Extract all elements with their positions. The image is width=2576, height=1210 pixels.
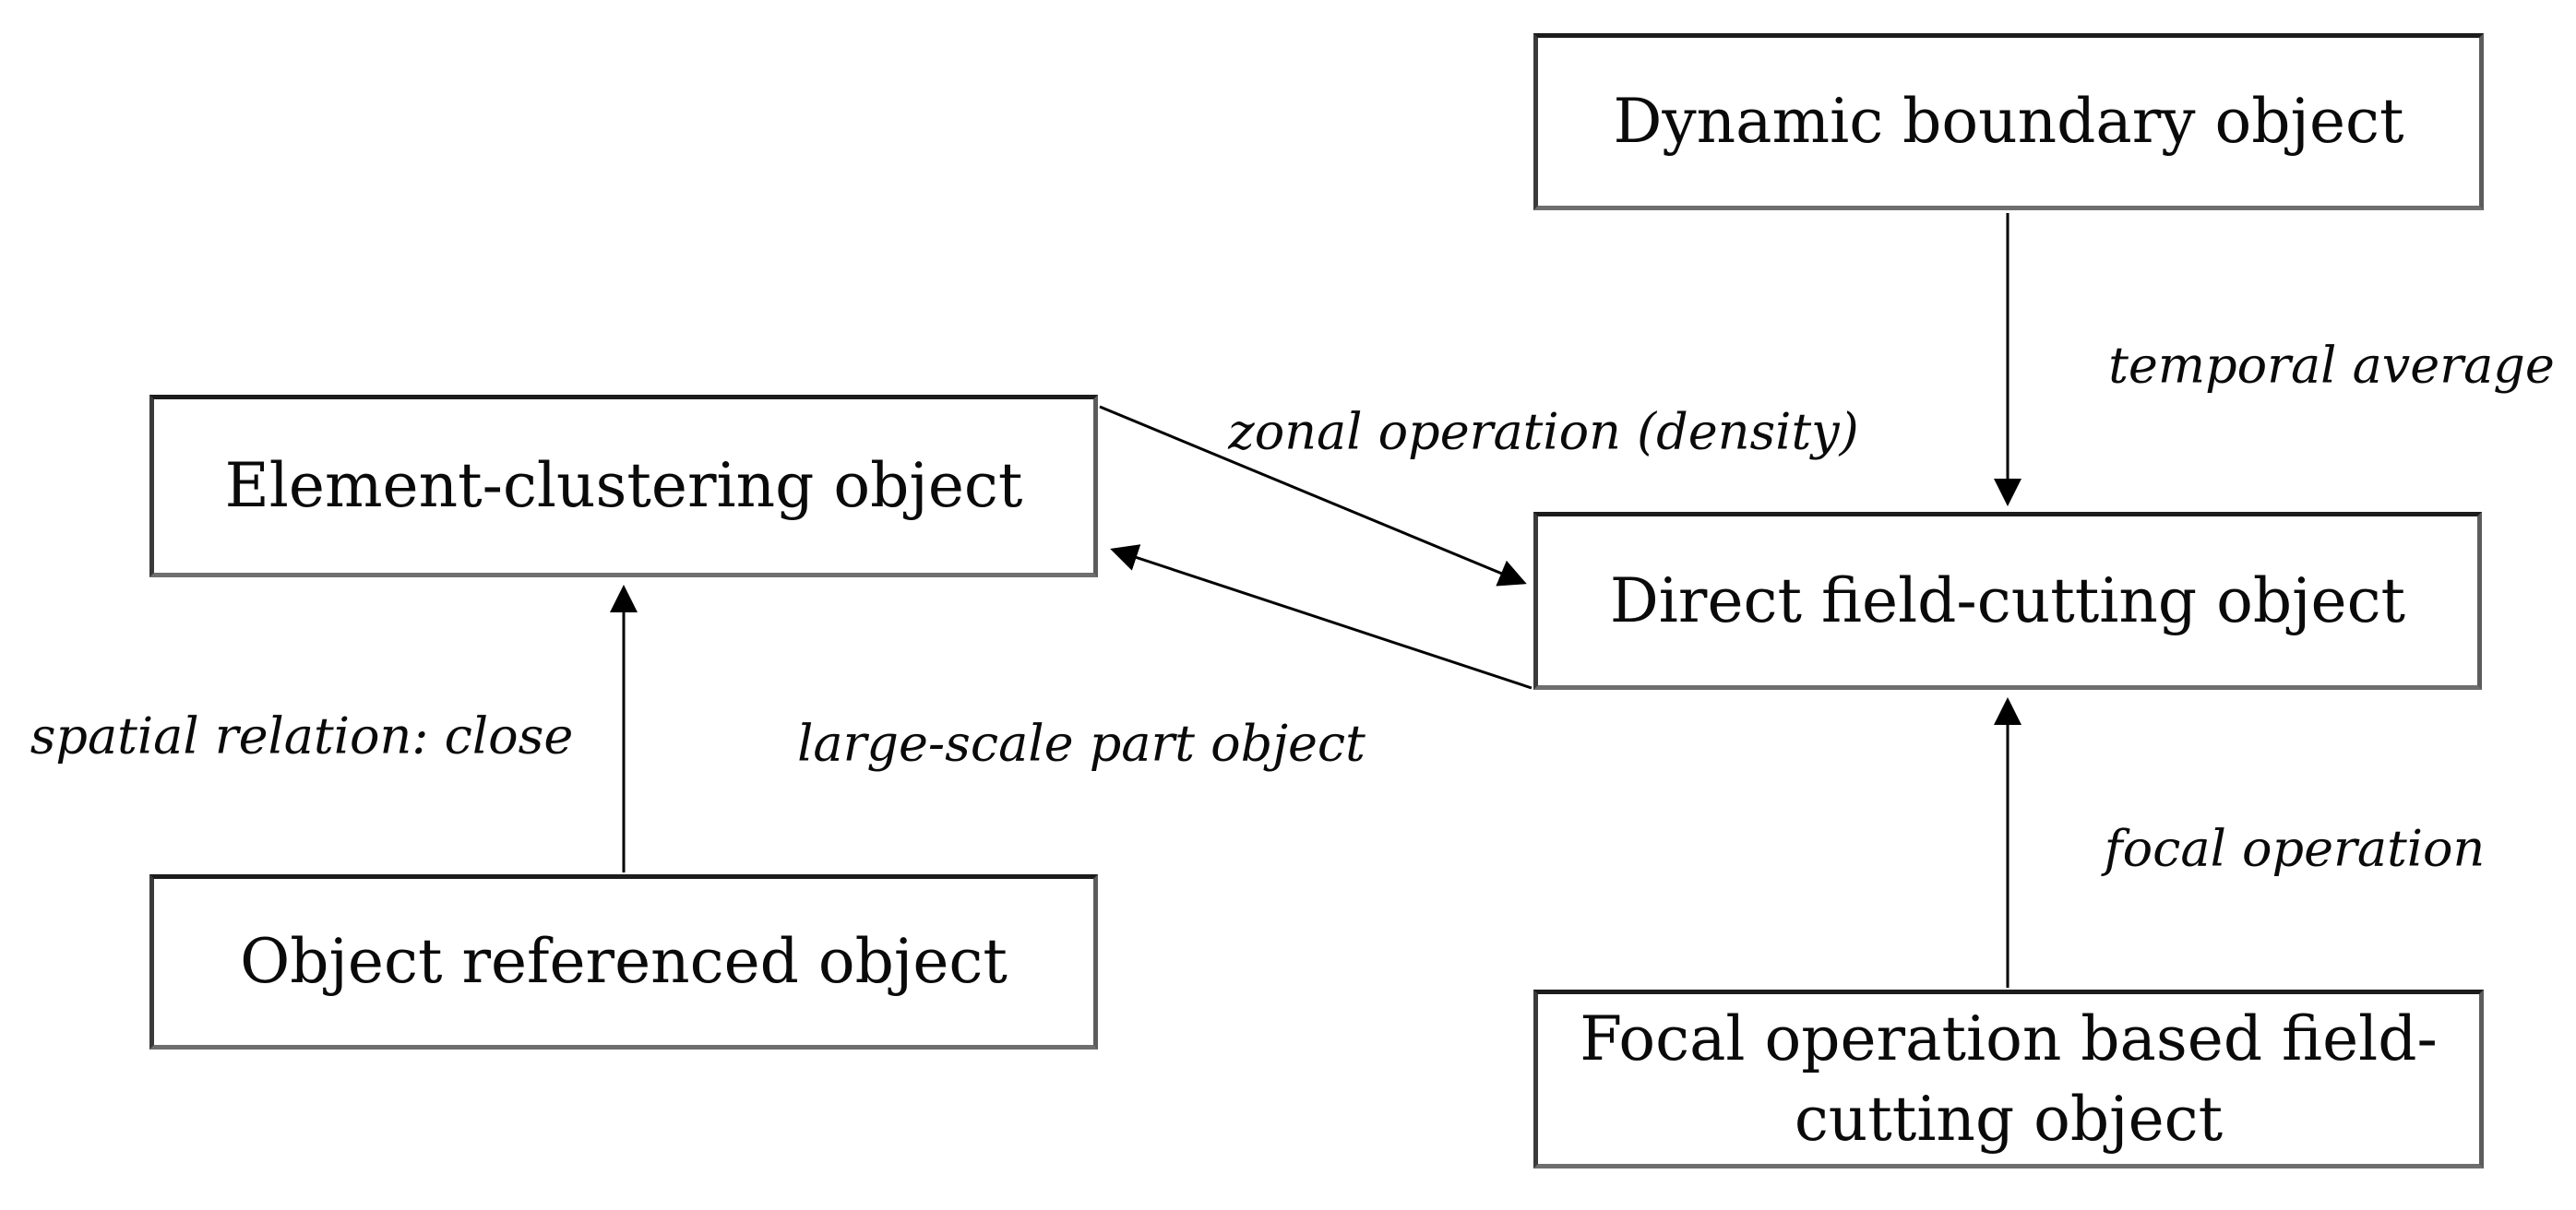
edge-label-large-scale-part: large-scale part object <box>797 714 1366 773</box>
node-direct-field-cutting-label: Direct field-cutting object <box>1609 564 2406 636</box>
node-direct-field-cutting: Direct field-cutting object <box>1533 512 2482 690</box>
edge-zonal-operation-line <box>1099 405 1527 587</box>
edge-label-temporal-average: temporal average <box>2108 336 2555 395</box>
edge-label-focal-operation: focal operation <box>2104 819 2486 878</box>
node-element-clustering: Element-clustering object <box>149 395 1098 577</box>
node-dynamic-boundary-label: Dynamic boundary object <box>1613 86 2404 158</box>
node-element-clustering-label: Element-clustering object <box>224 450 1023 522</box>
edge-label-spatial-relation: spatial relation: close <box>30 706 574 765</box>
node-object-referenced: Object referenced object <box>149 874 1098 1050</box>
node-object-referenced-label: Object referenced object <box>240 926 1008 998</box>
node-focal-operation-field-cutting: Focal operation based field-cutting obje… <box>1533 990 2484 1168</box>
edge-large-scale-part-line <box>1110 544 1532 690</box>
node-dynamic-boundary: Dynamic boundary object <box>1533 33 2484 210</box>
edge-label-zonal-operation: zonal operation (density) <box>1228 402 1859 461</box>
node-focal-operation-field-cutting-label: Focal operation based field-cutting obje… <box>1580 1002 2438 1155</box>
